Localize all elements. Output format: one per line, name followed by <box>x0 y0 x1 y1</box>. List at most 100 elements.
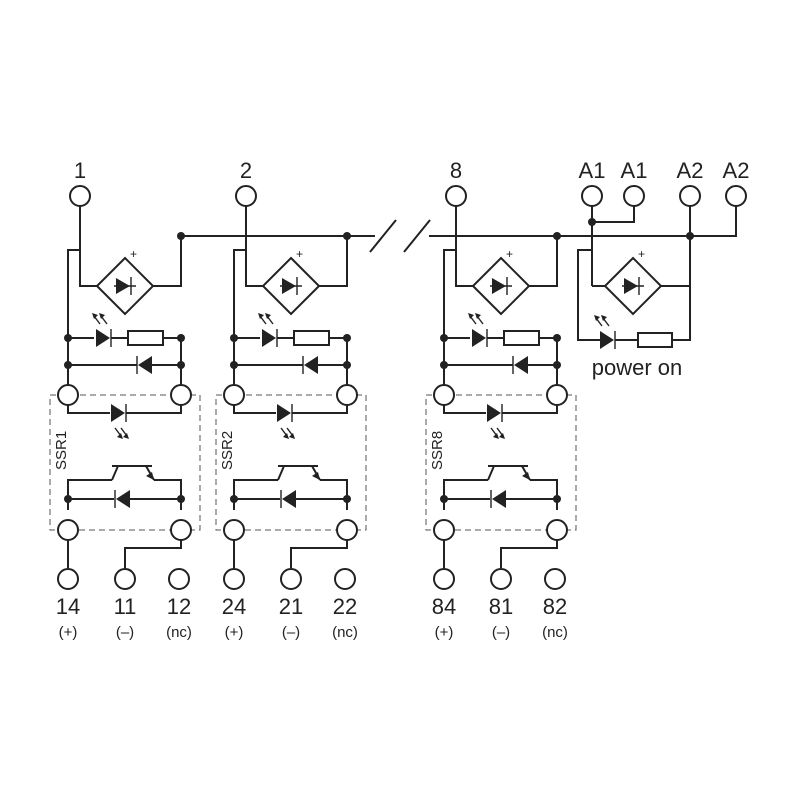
wire <box>67 405 110 414</box>
ssr-terminal <box>223 384 245 406</box>
terminal-label-a1: A1 <box>579 158 606 183</box>
protection-diode <box>138 356 152 374</box>
wire <box>443 479 488 510</box>
output-number: 82 <box>543 594 567 619</box>
power-block: + A1 A1 A2 A2 power on <box>577 158 750 380</box>
transistor-arrow <box>312 472 320 480</box>
wire <box>530 479 558 510</box>
junction-dot <box>553 334 561 342</box>
ssr-terminal <box>433 519 455 541</box>
rectifier-diode <box>282 278 296 294</box>
wire <box>124 540 182 568</box>
led-triangle <box>262 329 276 347</box>
output-terminal <box>223 568 245 590</box>
rectifier-outline <box>471 256 531 316</box>
junction-dot <box>230 495 238 503</box>
terminal-label-a2: A2 <box>723 158 750 183</box>
output-number: 84 <box>432 594 456 619</box>
output-number: 21 <box>279 594 303 619</box>
led-triangle <box>96 329 110 347</box>
junction-dot <box>64 361 72 369</box>
junction-dot <box>440 361 448 369</box>
rectifier-diode <box>116 278 130 294</box>
protection-diode <box>304 356 318 374</box>
output-polarity: (nc) <box>332 624 358 641</box>
input-label: 8 <box>450 158 462 183</box>
wire <box>500 540 558 568</box>
wire <box>290 540 348 568</box>
wire <box>233 196 247 385</box>
wire <box>67 479 112 510</box>
output-number: 24 <box>222 594 246 619</box>
ssr-terminal <box>336 519 358 541</box>
junction-dot <box>343 361 351 369</box>
rectifier-bridge: + <box>471 247 531 316</box>
transistor-collector <box>487 465 495 481</box>
led-arrow <box>265 313 271 319</box>
ssr-box <box>215 394 367 531</box>
transistor-collector <box>111 465 119 481</box>
input-terminal <box>445 185 467 207</box>
output-terminal <box>544 568 566 590</box>
resistor <box>293 330 330 346</box>
output-polarity: (+) <box>59 624 78 641</box>
junction-dot <box>177 361 185 369</box>
output-polarity: (–) <box>116 624 134 641</box>
wire <box>233 479 278 510</box>
opto-arrow <box>499 433 505 439</box>
led-arrow <box>258 313 264 319</box>
led-arrow <box>475 313 481 319</box>
opto-led <box>111 404 125 422</box>
ssr-label: SSR2 <box>219 431 236 470</box>
resistor <box>127 330 164 346</box>
output-polarity: (nc) <box>542 624 568 641</box>
wire <box>320 479 348 510</box>
ssr-terminal <box>433 384 455 406</box>
rectifier-outline <box>95 256 155 316</box>
opto-arrow <box>123 433 129 439</box>
output-diode <box>282 490 296 508</box>
junction-dot <box>440 495 448 503</box>
wire <box>539 337 558 385</box>
transistor-arrow <box>146 472 154 480</box>
output-polarity: (nc) <box>166 624 192 641</box>
ssr-label: SSR1 <box>53 431 70 470</box>
power-led <box>594 315 616 349</box>
output-terminal <box>490 568 512 590</box>
wire <box>443 196 457 385</box>
ssr-box <box>49 394 201 531</box>
junction-dot <box>64 334 72 342</box>
wire <box>154 479 182 510</box>
power-resistor <box>637 332 673 348</box>
led-triangle <box>472 329 486 347</box>
plus-sign: + <box>638 247 645 261</box>
opto-led <box>277 404 291 422</box>
wire <box>67 196 81 385</box>
terminal-a2-2 <box>725 185 747 207</box>
junction-dot <box>64 495 72 503</box>
rectifier-outline <box>261 256 321 316</box>
wire <box>292 405 348 414</box>
opto-arrow <box>283 433 289 439</box>
indicator-led <box>468 313 488 347</box>
output-number: 11 <box>114 594 137 619</box>
indicator-led <box>258 313 278 347</box>
wire <box>455 250 473 287</box>
wire <box>153 236 182 287</box>
ssr-terminal <box>57 384 79 406</box>
output-terminal <box>433 568 455 590</box>
output-polarity: (+) <box>435 624 454 641</box>
wire <box>529 236 558 287</box>
opto-arrow <box>289 433 295 439</box>
opto-led <box>487 404 501 422</box>
wire <box>79 250 97 287</box>
ssr-terminal <box>546 519 568 541</box>
junction-dot <box>553 361 561 369</box>
wire <box>245 250 263 287</box>
output-terminal <box>114 568 136 590</box>
output-number: 12 <box>167 594 191 619</box>
